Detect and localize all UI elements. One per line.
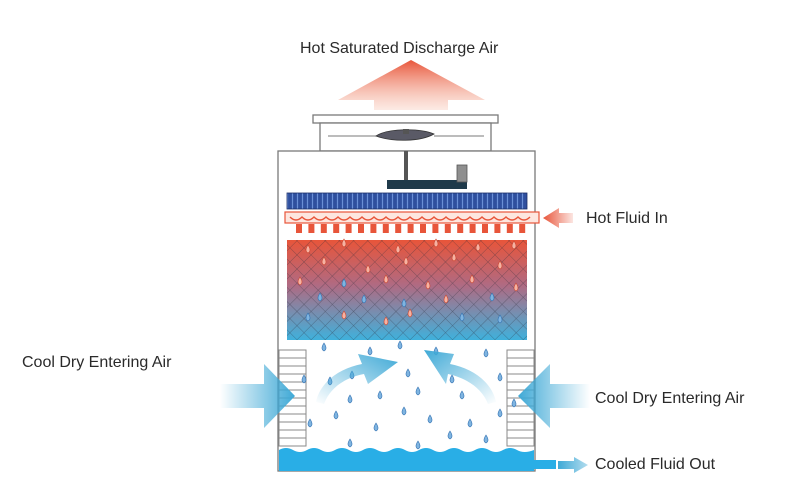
water-droplet: [407, 308, 413, 318]
water-droplet: [383, 316, 389, 326]
water-droplet: [333, 410, 339, 420]
label-hot-fluid-in: Hot Fluid In: [586, 210, 668, 227]
label-entering-air-right: Cool Dry Entering Air: [595, 390, 745, 407]
fan-blade: [375, 129, 435, 141]
spray-nozzle: [432, 224, 439, 233]
label-discharge-air: Hot Saturated Discharge Air: [300, 40, 499, 57]
water-droplet: [497, 372, 503, 382]
water-droplet: [513, 282, 519, 292]
water-droplet: [297, 276, 303, 286]
water-droplet: [425, 280, 431, 290]
spray-nozzle: [519, 224, 526, 233]
label-cooled-fluid-out: Cooled Fluid Out: [595, 456, 716, 473]
water-droplet: [449, 374, 455, 384]
spray-nozzle: [457, 224, 464, 233]
water-droplet: [377, 390, 383, 400]
water-droplet: [483, 434, 489, 444]
fan-motor: [387, 151, 468, 189]
spray-nozzle: [296, 224, 302, 233]
spray-nozzle: [308, 224, 315, 233]
water-droplet: [467, 418, 473, 428]
water-droplet: [497, 408, 503, 418]
water-droplet: [347, 438, 353, 448]
spray-nozzle: [420, 224, 426, 233]
entering-air-arrow-right: [518, 364, 590, 428]
water-droplet: [341, 278, 347, 288]
spray-nozzle: [370, 224, 377, 233]
spray-nozzles: [296, 224, 526, 233]
spray-nozzle: [358, 224, 364, 233]
spray-nozzle: [482, 224, 488, 233]
water-droplet: [307, 418, 313, 428]
spray-nozzle: [494, 224, 501, 233]
basin-water: [279, 448, 534, 471]
water-droplet: [373, 422, 379, 432]
label-entering-air-left: Cool Dry Entering Air: [22, 354, 172, 371]
water-droplet: [367, 346, 373, 356]
spray-nozzle: [444, 224, 451, 233]
water-droplet: [395, 244, 401, 254]
spray-nozzle: [407, 224, 414, 233]
water-droplet: [497, 260, 503, 270]
water-droplet: [401, 406, 407, 416]
inner-air-arrow-left: [316, 354, 398, 404]
distribution-header: [284, 211, 540, 224]
water-droplet: [497, 314, 503, 324]
fan-stack: [312, 114, 499, 152]
spray-nozzle: [506, 224, 513, 233]
water-droplet: [443, 294, 449, 304]
water-droplet: [317, 292, 323, 302]
water-droplet: [383, 274, 389, 284]
water-droplet: [427, 414, 433, 424]
hot-fluid-in-arrow: [543, 208, 573, 228]
water-droplet: [305, 312, 311, 322]
water-droplet: [341, 310, 347, 320]
water-droplet: [475, 242, 481, 252]
water-droplet: [341, 238, 347, 248]
water-droplet: [405, 368, 411, 378]
water-droplet: [511, 398, 517, 408]
water-droplet: [451, 252, 457, 262]
spray-nozzle: [333, 224, 340, 233]
inner-air-arrow-right: [424, 350, 496, 404]
water-droplet: [447, 430, 453, 440]
water-droplet: [347, 394, 353, 404]
water-droplet: [433, 238, 439, 248]
water-droplet: [469, 274, 475, 284]
water-droplet: [489, 292, 495, 302]
water-droplet: [397, 340, 403, 350]
water-droplet: [415, 440, 421, 450]
water-droplet: [415, 386, 421, 396]
water-droplet: [321, 256, 327, 266]
water-droplet: [401, 298, 407, 308]
water-droplet: [403, 256, 409, 266]
spray-nozzle: [382, 224, 389, 233]
water-droplet: [321, 342, 327, 352]
water-droplet: [361, 294, 367, 304]
spray-nozzle: [345, 224, 352, 233]
discharge-air-arrow: [338, 60, 485, 110]
water-droplet: [459, 312, 465, 322]
water-droplet: [305, 244, 311, 254]
water-droplet: [459, 390, 465, 400]
spray-nozzle: [320, 224, 327, 233]
water-droplet: [365, 264, 371, 274]
spray-nozzle: [469, 224, 476, 233]
drift-eliminator: [286, 192, 528, 210]
water-droplet: [301, 374, 307, 384]
entering-air-arrow-left: [220, 364, 295, 428]
spray-nozzle: [395, 224, 402, 233]
cooled-fluid-out-arrow: [558, 457, 588, 473]
water-droplet: [483, 348, 489, 358]
water-droplet: [511, 240, 517, 250]
